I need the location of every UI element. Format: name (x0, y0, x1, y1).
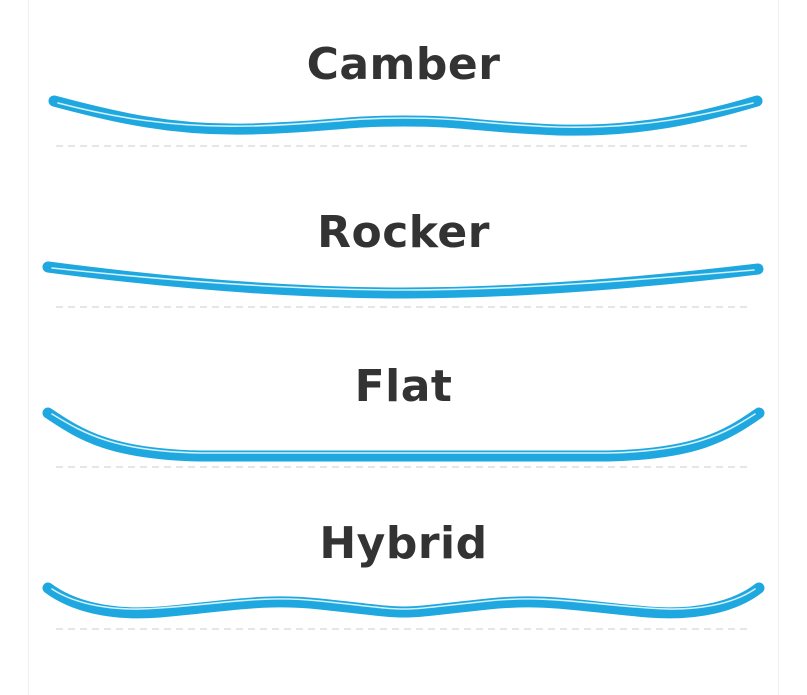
flat-title: Flat (354, 361, 453, 412)
rocker-board (42, 261, 764, 299)
rocker-board-highlight (51, 267, 755, 291)
rocker-title: Rocker (317, 207, 490, 258)
camber-board-highlight (57, 102, 754, 129)
hybrid-board-highlight (51, 588, 756, 610)
flat-board-highlight (51, 413, 756, 454)
hybrid-board (42, 582, 765, 619)
camber-title: Camber (306, 39, 501, 90)
flat-board (42, 407, 765, 462)
diagram-frame (28, 0, 779, 695)
camber-board (48, 95, 763, 136)
hybrid-title: Hybrid (319, 518, 488, 569)
